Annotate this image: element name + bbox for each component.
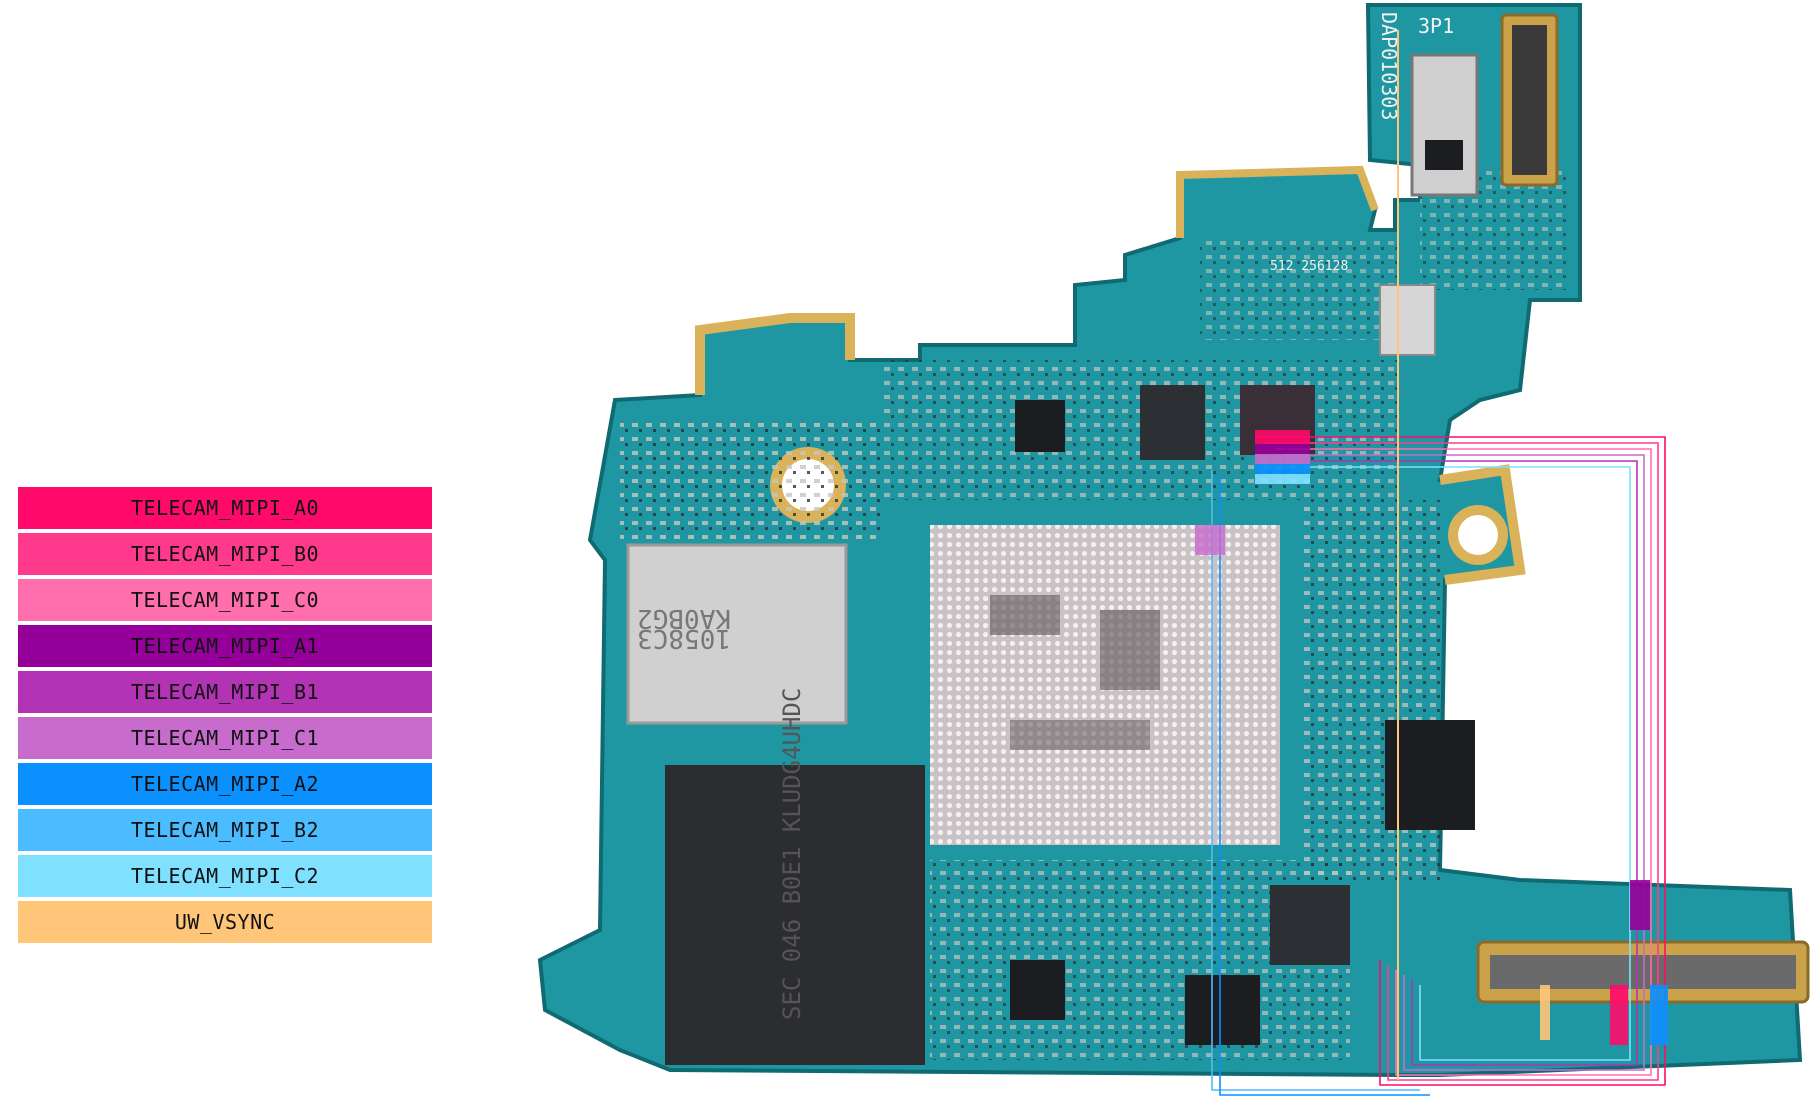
- gold-edge-left: [695, 313, 855, 395]
- sensor-component: [1410, 53, 1479, 197]
- legend-item-telecam-mipi-c2: TELECAM_MIPI_C2: [18, 855, 432, 897]
- legend-item-telecam-mipi-c1: TELECAM_MIPI_C1: [18, 717, 432, 759]
- signal-traces: [1211, 30, 1666, 1096]
- legend-item-telecam-mipi-b2: TELECAM_MIPI_B2: [18, 809, 432, 851]
- legend-item-telecam-mipi-a1: TELECAM_MIPI_A1: [18, 625, 432, 667]
- legend-item-uw-vsync: UW_VSYNC: [18, 901, 432, 943]
- connector-label: 3P1: [1418, 14, 1454, 38]
- ram-chip-shield: [626, 543, 848, 725]
- highlight-pads: [1195, 430, 1668, 1045]
- legend-item-telecam-mipi-a0: TELECAM_MIPI_A0: [18, 487, 432, 529]
- ic-dark-1: [1015, 400, 1065, 452]
- pmic-chip: [1270, 885, 1350, 965]
- ram-chip-label-1: KA0BG2: [637, 603, 731, 633]
- storage-chip: [665, 765, 925, 1065]
- ic-dark-5: [1185, 975, 1260, 1045]
- legend-item-telecam-mipi-b1: TELECAM_MIPI_B1: [18, 671, 432, 713]
- ic-dark-4: [1385, 720, 1475, 830]
- ic-dark-6: [1010, 960, 1065, 1020]
- ram-chip-label-2: 1058C3: [637, 623, 731, 653]
- ic-dark-2: [1140, 385, 1205, 460]
- legend-item-telecam-mipi-a2: TELECAM_MIPI_A2: [18, 763, 432, 805]
- mounting-hole-right-inner: [1458, 515, 1498, 555]
- small-chip: [1379, 284, 1436, 356]
- storage-chip-label: SEC 046 B0E1 KLUDG4UHDC: [778, 688, 806, 1020]
- legend-item-telecam-mipi-b0: TELECAM_MIPI_B0: [18, 533, 432, 575]
- gold-edge-right: [1439, 464, 1526, 585]
- gold-edge-top: [1176, 165, 1379, 238]
- legend-item-telecam-mipi-c0: TELECAM_MIPI_C0: [18, 579, 432, 621]
- board-serial: 512 256128: [1270, 259, 1348, 274]
